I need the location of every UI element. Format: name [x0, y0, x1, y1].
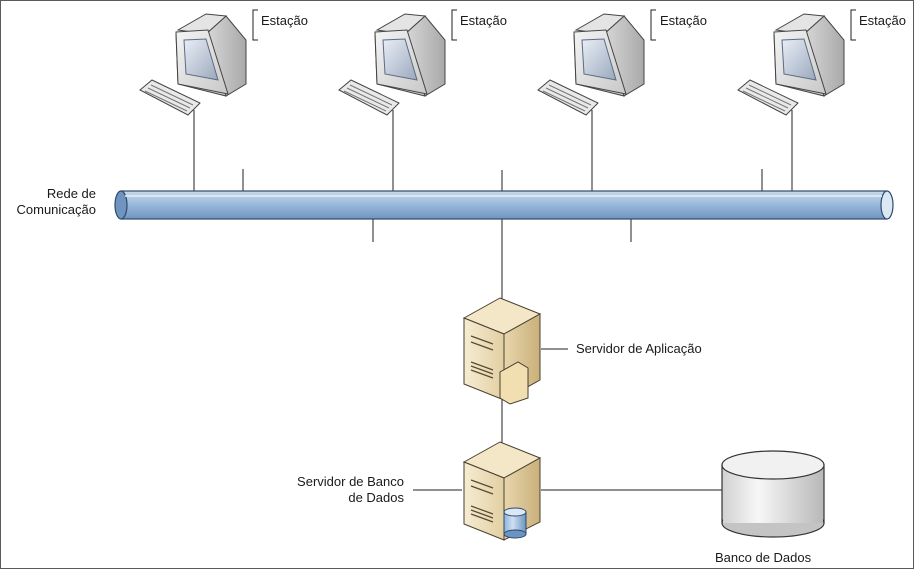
db-server-label-line1: Servidor de Banco: [297, 474, 404, 489]
database-icon: [721, 450, 825, 538]
station-label-2: Estação: [460, 13, 507, 28]
application-server-icon: [462, 297, 542, 405]
computer-icon-4: [737, 13, 845, 116]
station-label-4: Estação: [859, 13, 906, 28]
computer-icon-3: [537, 13, 645, 116]
network-label-line1: Rede de: [46, 186, 96, 201]
database-server-icon: [462, 441, 542, 541]
computer-icon-2: [338, 13, 446, 116]
connector-lines: [193, 110, 793, 491]
database-label: Banco de Dados: [715, 550, 812, 565]
label-brackets: [252, 9, 856, 41]
network-label-line2: Comunicação: [16, 202, 97, 217]
network-label: Rede de Comunicação: [17, 186, 97, 218]
station-label-3: Estação: [660, 13, 707, 28]
db-server-label-line2: de Dados: [348, 490, 404, 505]
app-server-label: Servidor de Aplicação: [576, 341, 702, 356]
station-label-1: Estação: [261, 13, 308, 28]
computer-icon: [139, 13, 247, 116]
network-bus: [114, 190, 894, 220]
db-server-label: Servidor de Banco de Dados: [297, 474, 404, 506]
